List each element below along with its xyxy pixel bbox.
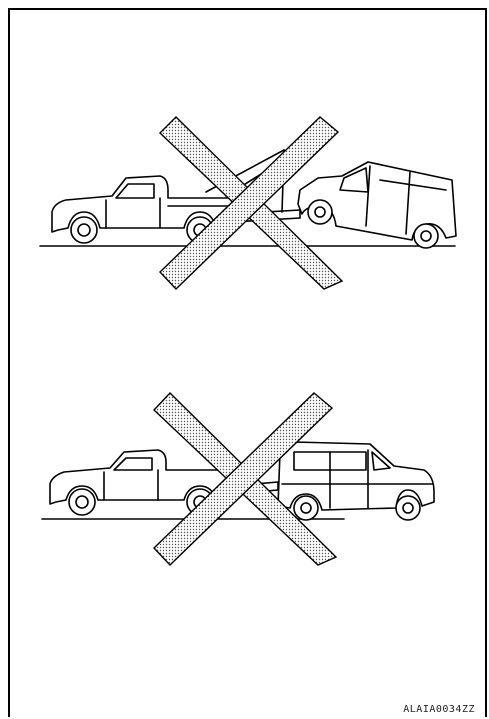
figure-code: ALAIA0034ZZ (403, 704, 475, 715)
van-top (298, 162, 456, 248)
van-bottom (278, 442, 434, 520)
